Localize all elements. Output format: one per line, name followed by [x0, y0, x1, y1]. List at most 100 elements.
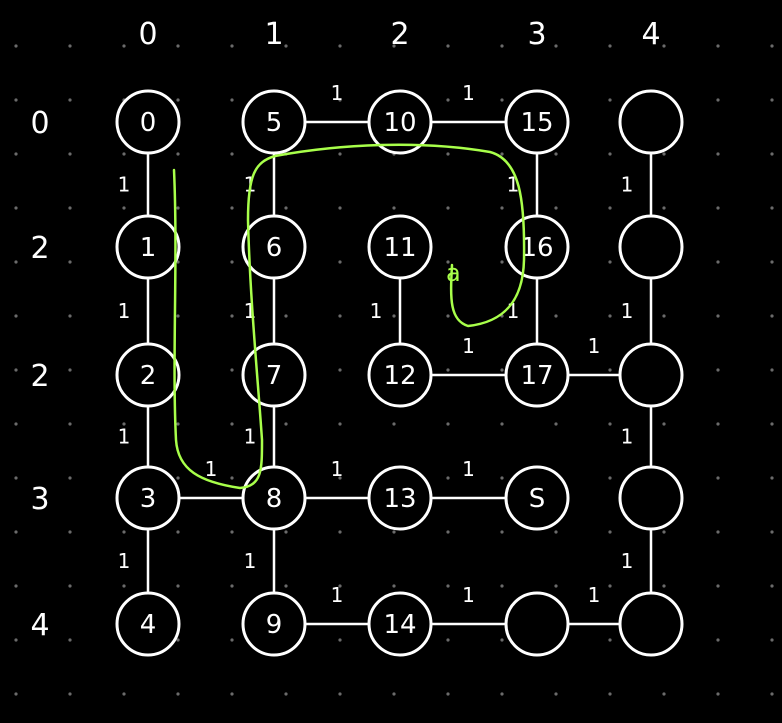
grid-dot: [392, 44, 396, 48]
grid-dot: [554, 692, 558, 696]
grid-dot: [392, 422, 396, 426]
node-circle: [115, 591, 181, 657]
grid-dot: [68, 476, 72, 480]
grid-dot: [500, 584, 504, 588]
grid-dot: [68, 692, 72, 696]
edge-weight: 1: [462, 334, 475, 358]
grid-dot: [68, 638, 72, 642]
column-label: 2: [390, 17, 409, 52]
column-label: 0: [138, 17, 157, 52]
grid-dot: [176, 206, 180, 210]
grid-dot: [176, 584, 180, 588]
grid-dot: [14, 44, 18, 48]
grid-dot: [338, 44, 342, 48]
graph-node: 3: [115, 465, 181, 531]
graph-node: 17: [504, 342, 570, 408]
grid-dot: [500, 368, 504, 372]
edge-weight: 1: [588, 583, 601, 607]
grid-dot: [176, 98, 180, 102]
grid-dot: [68, 260, 72, 264]
grid-dot: [446, 584, 450, 588]
node-circle: [115, 89, 181, 155]
grid-dot: [338, 98, 342, 102]
grid-dot: [500, 476, 504, 480]
grid-dot: [176, 476, 180, 480]
node-label: 13: [383, 484, 416, 514]
grid-dot: [230, 98, 234, 102]
edges: [146, 120, 653, 626]
grid-dot: [662, 314, 666, 318]
grid-dot: [230, 368, 234, 372]
grid-dot: [662, 422, 666, 426]
edge-weight: 1: [118, 425, 131, 449]
grid-dot: [446, 692, 450, 696]
grid-dot: [446, 152, 450, 156]
grid-dot: [338, 314, 342, 318]
node-label: 7: [266, 361, 283, 391]
graph-node: 4: [115, 591, 181, 657]
grid-dot: [14, 476, 18, 480]
graph-node: [618, 89, 684, 155]
grid-dot: [770, 476, 774, 480]
node-label: 3: [140, 484, 157, 514]
graph-node: 14: [367, 591, 433, 657]
node-label: 15: [520, 108, 553, 138]
column-label: 4: [641, 17, 660, 52]
node-label: 14: [383, 610, 416, 640]
grid-dot: [716, 638, 720, 642]
grid-dot: [122, 422, 126, 426]
row-label: 4: [30, 608, 49, 643]
grid-dot: [14, 314, 18, 318]
grid-dot: [338, 152, 342, 156]
node-label: 6: [266, 233, 283, 263]
grid-dot: [68, 314, 72, 318]
grid-dot: [500, 638, 504, 642]
graph-node: 15: [504, 89, 570, 155]
grid-dot: [14, 260, 18, 264]
grid-dot: [446, 476, 450, 480]
grid-dot: [14, 368, 18, 372]
grid-dot: [446, 44, 450, 48]
grid-dot: [716, 422, 720, 426]
grid-dot: [716, 692, 720, 696]
grid-dot: [716, 584, 720, 588]
grid-dot: [68, 584, 72, 588]
grid-dot: [176, 692, 180, 696]
grid-dot: [500, 692, 504, 696]
grid-dot: [500, 98, 504, 102]
node-label: 5: [266, 108, 283, 138]
grid-dot: [500, 422, 504, 426]
edge-weight: 1: [621, 173, 634, 197]
edge-weight: 1: [244, 549, 257, 573]
graph-node: 12: [367, 342, 433, 408]
grid-dot: [554, 44, 558, 48]
grid-dot: [446, 260, 450, 264]
grid-dot: [338, 260, 342, 264]
edge-weight: 1: [588, 334, 601, 358]
node-label: 2: [140, 361, 157, 391]
grid-dot: [392, 314, 396, 318]
grid-dot: [446, 314, 450, 318]
grid-dot: [770, 692, 774, 696]
grid-dot: [500, 260, 504, 264]
edge-weight: 1: [118, 549, 131, 573]
grid-dot: [14, 692, 18, 696]
node-circle: [504, 89, 570, 155]
grid-dot: [662, 206, 666, 210]
grid-dot: [716, 260, 720, 264]
column-label: 3: [527, 17, 546, 52]
grid-dot: [284, 44, 288, 48]
grid-dot: [608, 44, 612, 48]
grid-dot: [500, 152, 504, 156]
grid-dot: [176, 530, 180, 534]
grid-dot: [230, 44, 234, 48]
grid-dot: [446, 98, 450, 102]
grid-dot: [608, 584, 612, 588]
grid-dot: [14, 638, 18, 642]
grid-dot: [284, 584, 288, 588]
edge-weight: 1: [205, 457, 218, 481]
grid-dot: [176, 44, 180, 48]
grid-dot: [662, 530, 666, 534]
grid-dot: [608, 98, 612, 102]
grid-dot: [68, 422, 72, 426]
